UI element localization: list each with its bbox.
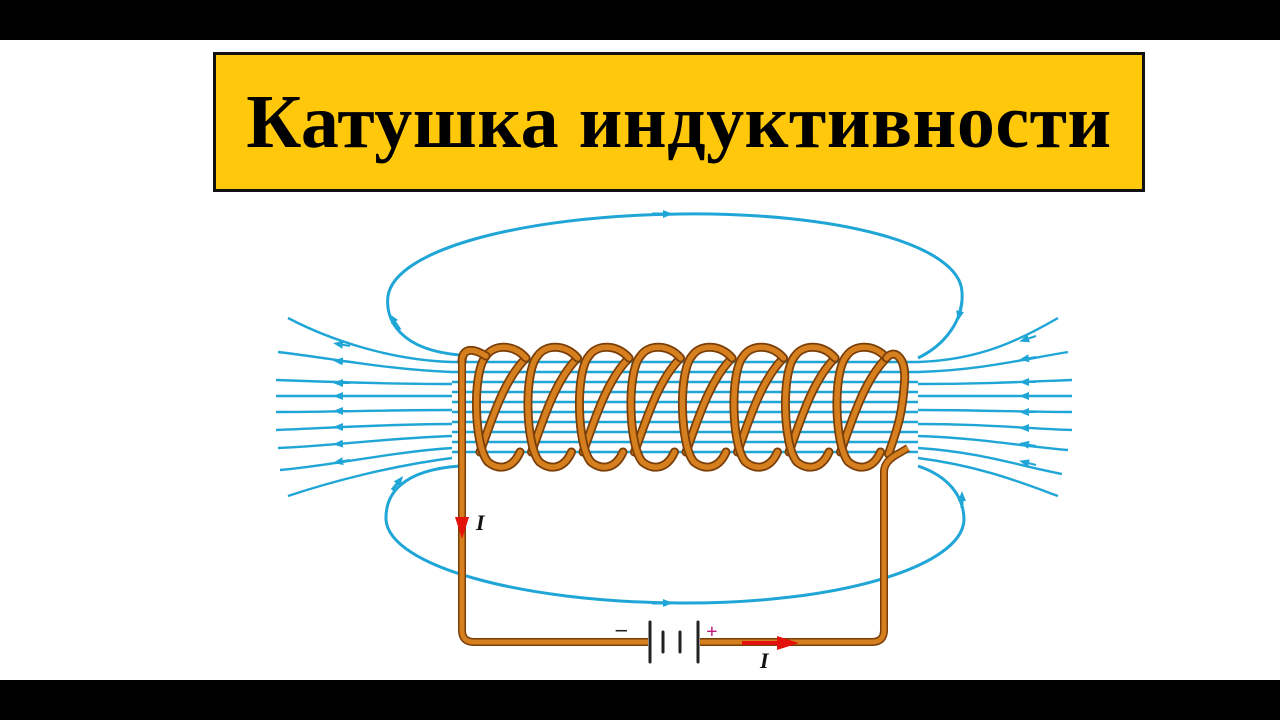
coil-turn — [731, 344, 787, 470]
current-label-bottom: I — [759, 648, 770, 673]
page-title: Катушка индуктивности — [246, 79, 1112, 164]
coil-turn — [834, 344, 890, 470]
top-field-loop — [386, 212, 964, 360]
left-field-fan — [275, 316, 453, 498]
outer-field-loops — [384, 210, 966, 607]
coil-turn — [628, 344, 684, 470]
battery — [648, 620, 700, 664]
coil-turn — [576, 344, 632, 470]
coil-turn — [679, 344, 735, 470]
battery-minus-sign: – — [615, 616, 627, 641]
coil-turn — [473, 344, 529, 470]
left-fan-arrows — [333, 340, 351, 466]
field-arrow — [956, 301, 964, 321]
current-label-left: I — [475, 510, 486, 535]
coil-turn — [525, 344, 581, 470]
right-field-fan — [917, 316, 1073, 498]
title-banner: Катушка индуктивности — [213, 52, 1145, 192]
coil-front-segments — [457, 342, 910, 472]
coil-turn — [782, 344, 838, 470]
bottom-field-loop — [384, 464, 966, 605]
coil-turn — [883, 351, 908, 457]
circuit-wire — [458, 358, 911, 646]
field-arrow — [389, 313, 402, 331]
battery-plus-sign: + — [706, 621, 717, 643]
field-arrow — [390, 476, 404, 491]
right-fan-arrows — [1019, 334, 1037, 468]
